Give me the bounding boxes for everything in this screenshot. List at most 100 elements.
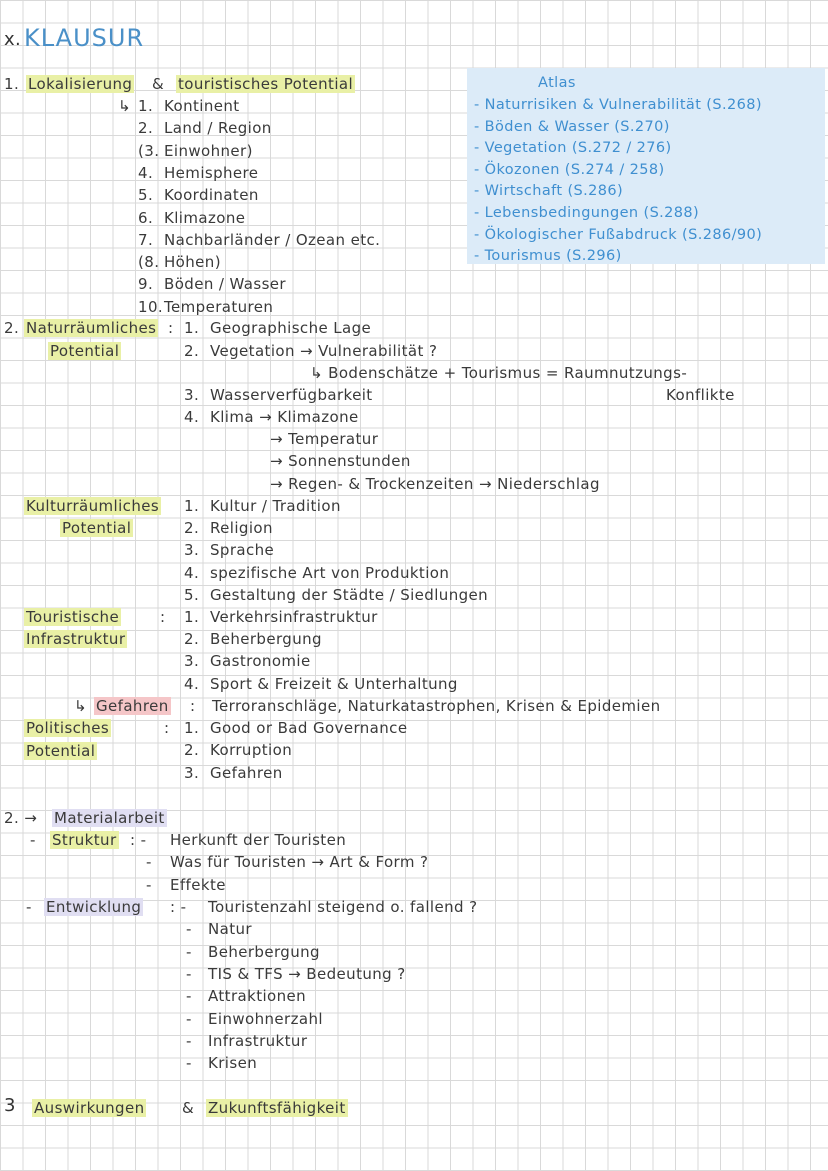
politik-label-2: Potential xyxy=(24,742,98,760)
list-item-number: 4. xyxy=(184,408,200,426)
list-item: Böden / Wasser xyxy=(164,275,287,294)
section-heading-2: touristisches Potential xyxy=(176,75,356,93)
list-item: Herkunft der Touristen xyxy=(170,831,347,849)
section-number: 2. xyxy=(4,319,20,337)
list-item: Hemisphere xyxy=(164,163,259,182)
list-item: Natur xyxy=(208,920,252,939)
list-item: spezifische Art von Produktion xyxy=(210,563,450,582)
list-item: Was für Touristen → Art & Form ? xyxy=(170,853,429,872)
ampersand: & xyxy=(182,1099,195,1117)
list-item-number: 2. xyxy=(184,630,200,649)
list-item-number: 3. xyxy=(184,541,200,560)
auswirkungen-heading: Auswirkungen xyxy=(32,1099,147,1117)
naturraum-label-2: Potential xyxy=(48,342,122,360)
list-item: ↳ Bodenschätze + Tourismus = Raumnutzung… xyxy=(310,364,688,382)
atlas-item: - Tourismus (S.296) xyxy=(474,248,622,265)
list-item: Effekte xyxy=(170,875,226,894)
list-item: Korruption xyxy=(210,741,293,760)
page-title: KLAUSUR xyxy=(24,24,145,52)
arrow-icon: ↳ xyxy=(74,697,87,715)
politik-label: Politisches xyxy=(24,719,112,737)
list-item: → Regen- & Trockenzeiten → Niederschlag xyxy=(270,475,600,493)
list-item-number: (8. xyxy=(138,253,160,272)
dash: - xyxy=(26,898,32,916)
atlas-item: - Naturrisiken & Vulnerabilität (S.268) xyxy=(474,97,762,113)
list-item: Infrastruktur xyxy=(208,1031,308,1050)
list-item: Attraktionen xyxy=(208,987,307,1006)
kulturraum-label-2: Potential xyxy=(60,519,134,537)
section-number: 1. xyxy=(4,75,20,93)
atlas-item: - Lebensbedingungen (S.288) xyxy=(474,205,700,221)
list-item: Gastronomie xyxy=(210,652,311,671)
list-item-number: 2. xyxy=(184,741,200,760)
list-item-number: 6. xyxy=(138,208,154,227)
list-item-number: 1. xyxy=(184,497,200,515)
list-item: Beherbergung xyxy=(208,942,320,961)
atlas-item: - Vegetation (S.272 / 276) xyxy=(474,140,672,157)
list-item: Krisen xyxy=(208,1054,258,1073)
list-item-number: 4. xyxy=(184,674,200,693)
colon: : - xyxy=(130,831,147,849)
list-item: Kultur / Tradition xyxy=(210,497,341,515)
list-item-number: 2. xyxy=(184,342,200,360)
list-item: → Temperatur xyxy=(270,430,379,448)
atlas-title: Atlas xyxy=(538,75,576,91)
struktur-label: Struktur xyxy=(50,831,119,849)
dash: - xyxy=(30,831,36,849)
list-item: Geographische Lage xyxy=(210,319,372,337)
list-item: Sprache xyxy=(210,541,275,560)
list-item: Einwohnerzahl xyxy=(208,1009,323,1028)
colon: : xyxy=(168,319,174,337)
list-item: Religion xyxy=(210,519,273,538)
dash: - xyxy=(186,1054,192,1073)
atlas-item: - Böden & Wasser (S.270) xyxy=(474,118,670,135)
list-item: Höhen) xyxy=(164,253,221,272)
list-item-number: 1. xyxy=(138,97,154,115)
kulturraum-label: Kulturräumliches xyxy=(24,497,162,515)
ampersand: & xyxy=(152,75,165,93)
dash: - xyxy=(186,942,192,961)
list-item: Beherbergung xyxy=(210,630,322,649)
list-item-number: 2. xyxy=(184,519,200,538)
list-item-number: 2. xyxy=(138,119,154,138)
list-item: Klimazone xyxy=(164,208,246,227)
list-item-number: 5. xyxy=(138,186,154,205)
list-item: → Sonnenstunden xyxy=(270,452,411,470)
dash: - xyxy=(186,1009,192,1028)
colon: : xyxy=(160,608,166,626)
list-item: Wasserverfügbarkeit xyxy=(210,386,373,404)
atlas-item: - Wirtschaft (S.286) xyxy=(474,183,624,200)
entwicklung-label: Entwicklung xyxy=(44,898,144,916)
infrastruktur-label: Touristische xyxy=(24,608,122,626)
list-item: Nachbarländer / Ozean etc. xyxy=(164,230,381,249)
naturraum-label: Naturräumliches xyxy=(24,319,159,337)
list-item-number: 10. xyxy=(138,297,164,316)
dash: - xyxy=(186,920,192,939)
section-heading: Lokalisierung xyxy=(26,75,135,93)
atlas-box xyxy=(467,68,825,264)
list-item: Sport & Freizeit & Unterhaltung xyxy=(210,674,458,693)
list-item-number: 9. xyxy=(138,275,154,294)
dash: - xyxy=(186,987,192,1006)
list-item-number: 3. xyxy=(184,763,200,782)
colon: : xyxy=(164,719,170,737)
dash: - xyxy=(146,853,152,872)
header-prefix: x. xyxy=(4,29,22,50)
colon: : - xyxy=(170,898,187,916)
list-item: TIS & TFS → Bedeutung ? xyxy=(208,964,406,983)
arrow-icon: ↳ xyxy=(118,97,131,115)
list-item-number: 4. xyxy=(184,563,200,582)
list-item: Kontinent xyxy=(164,97,240,115)
list-item: Good or Bad Governance xyxy=(210,719,408,737)
list-item: Klima → Klimazone xyxy=(210,408,359,426)
dash: - xyxy=(186,1031,192,1050)
list-item: Vegetation → Vulnerabilität ? xyxy=(210,342,438,360)
atlas-item: - Ökologischer Fußabdruck (S.286/90) xyxy=(474,226,763,243)
list-item: Land / Region xyxy=(164,119,272,138)
list-item-number: 1. xyxy=(184,319,200,337)
list-item-number: 3. xyxy=(184,652,200,671)
zukunft-heading: Zukunftsfähigkeit xyxy=(206,1099,348,1117)
gefahren-label: Gefahren xyxy=(94,697,171,715)
list-item-number: (3. xyxy=(138,141,160,160)
infrastruktur-label-2: Infrastruktur xyxy=(24,630,128,648)
